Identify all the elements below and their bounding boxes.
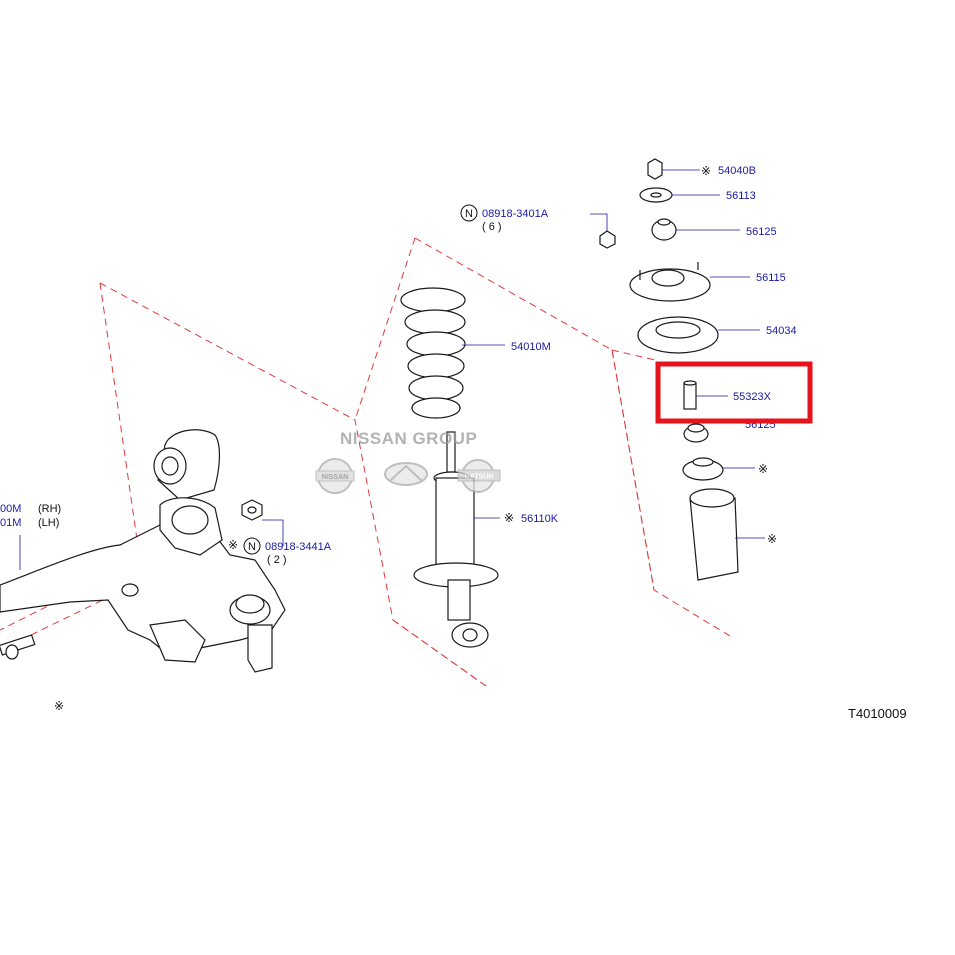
datsun-logo-icon: DATSUN [457,459,501,493]
nut-08918-3441A [241,499,263,521]
label-lh-part[interactable]: 01M [0,517,21,529]
bushing-56125-lower [683,423,709,443]
label-08918-3441A[interactable]: 08918-3441A [265,541,332,553]
label-54034[interactable]: 54034 [766,325,797,337]
label-56125-top[interactable]: 56125 [746,226,777,238]
label-54040B[interactable]: 54040B [718,165,756,177]
label-rh-part[interactable]: 00M [0,503,21,515]
highlight-box [655,361,813,424]
shock-absorber-56110K [413,431,499,648]
spacer-55323X [683,380,697,410]
watermark-text: NISSAN GROUP [340,429,477,448]
note-mark-dust-cover: ※ [767,532,777,546]
dust-cover [689,488,739,581]
label-54010M[interactable]: 54010M [511,341,551,353]
seat-54034 [637,316,719,354]
label-56110K[interactable]: 56110K [521,513,559,525]
dashed-boundaries [0,237,731,687]
label-lh: (LH) [38,517,59,529]
leader-lines [19,169,765,570]
nut-54040B [647,158,663,180]
coil-spring-54010M [400,287,466,419]
qty-08918-3441A: ( 2 ) [267,554,287,566]
label-rh: (RH) [38,503,61,515]
bushing-56125-top [651,218,677,241]
diagram-code: T4010009 [848,706,907,721]
label-56115[interactable]: 56115 [756,272,786,284]
svg-text:N: N [248,541,256,553]
watermark: NISSAN GROUP NISSAN DATSUN [315,429,501,494]
washer-56113 [639,187,673,203]
n-badge-08918-3441A: N [243,537,261,555]
nissan-logo-text: NISSAN [322,474,348,481]
bound-bumper [682,457,724,481]
nissan-logo-icon: NISSAN [315,458,355,494]
note-mark-bumper: ※ [758,462,768,476]
infiniti-logo-icon [384,462,428,486]
label-55323X: 55323X [733,391,772,403]
mount-56115 [629,262,711,302]
svg-text:N: N [465,208,473,220]
datsun-logo-text: DATSUN [465,474,494,481]
label-08918-3401A[interactable]: 08918-3401A [482,208,549,220]
nut-08918-3401A [599,230,616,249]
qty-08918-3401A: ( 6 ) [482,221,502,233]
note-mark-08918-3441A: ※ [228,538,238,552]
note-mark-54040B: ※ [701,164,711,178]
note-mark-56110K: ※ [504,511,514,525]
lower-link-arm [0,429,286,673]
n-badge-08918-3401A: N [460,204,478,222]
note-mark-bottom: ※ [54,699,64,713]
label-56113[interactable]: 56113 [726,190,756,202]
highlight-55323X[interactable]: 55323X [655,361,813,424]
